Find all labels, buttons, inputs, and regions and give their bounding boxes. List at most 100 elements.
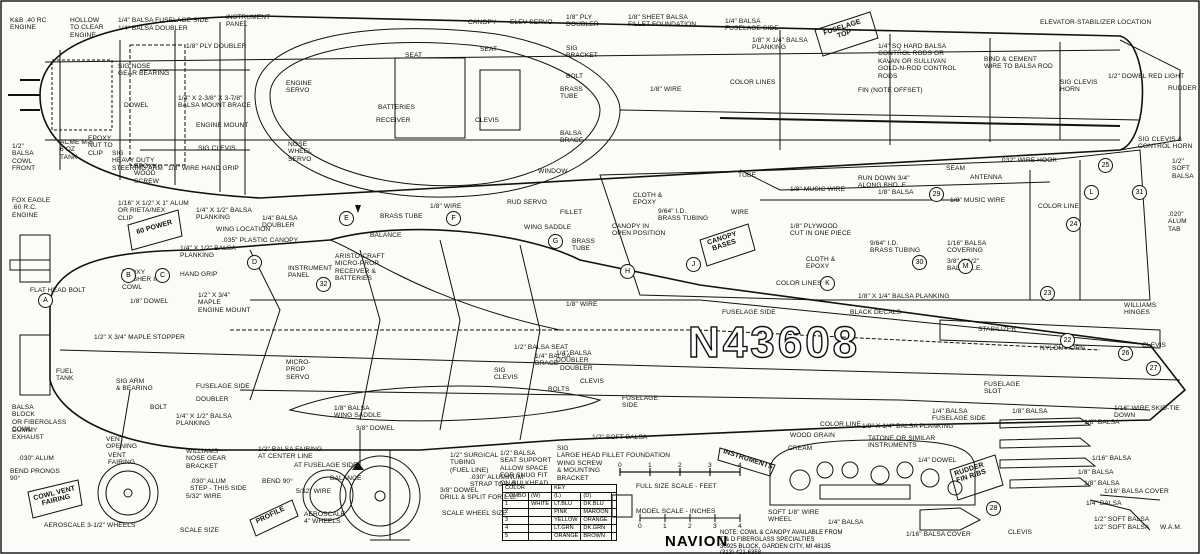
callout-label: 1/8" SHEET BALSA FILLET FOUNDATION [628, 14, 697, 29]
bulkhead-letter-m: M [958, 259, 973, 274]
callout-label: 1/2" BALSA SEAT [514, 344, 569, 351]
callout-label: 1/2" BALSA FAIRING AT CENTER LINE [258, 446, 323, 461]
callout-label: FUSELAGE SLOT [984, 381, 1020, 396]
callout-label: CLOTH & EPOXY [633, 192, 663, 207]
fuselage-top-outline [39, 15, 1144, 199]
callout-label: SIG NOSE GEAR BEARING [118, 63, 170, 78]
callout-label: CREAM [788, 445, 813, 452]
plan-title: NAVION [665, 533, 729, 550]
callout-label: 1/4" BALSA FUSELAGE SIDE [725, 18, 779, 33]
bulkhead-letter-l: L [1084, 185, 1099, 200]
callout-label: ACME M-6 6 OZ TANK [60, 139, 94, 161]
callout-label: 1/4" DOWEL [918, 457, 957, 464]
callout-label: ANTENNA [970, 174, 1003, 181]
callout-label: MICRO- PROP SERVO [286, 359, 311, 381]
color-key-cell: BROWN [580, 532, 612, 541]
callout-label: 1/8" WIRE [430, 203, 462, 210]
callout-label: .030" ALUM [18, 455, 54, 462]
color-key-cell: 3 [501, 516, 530, 525]
callout-label: 1/4" BALSA [1086, 500, 1122, 507]
callout-label: 1/4" BALSA FUSELAGE SIDE [118, 17, 209, 24]
color-key-cell: 4 [501, 524, 530, 533]
callout-label: NYLON HORN [1040, 345, 1085, 352]
callout-label: COLOR LINES [776, 280, 822, 287]
callout-label: WING LOCATION [216, 226, 271, 233]
full-size-scale-caption: FULL SIZE SCALE - FEET [636, 483, 717, 490]
callout-label: 1/4" X 1/2" BALSA PLANKING [176, 413, 232, 428]
callout-label: AEROSCALE 3-1/2" WHEELS [44, 522, 136, 529]
callout-label: 1/4" SQ HARD BALSA CONTROL RODS OR KAVAN… [878, 43, 957, 80]
color-key-header [610, 492, 617, 501]
callout-label: 1/8" BALSA [1078, 469, 1114, 476]
part-number-29: 29 [929, 187, 944, 202]
callout-label: WINDOW [538, 168, 568, 175]
full-size-scale-tick: 2 [678, 462, 682, 469]
color-key-cell [528, 524, 553, 533]
callout-label: 1/8" PLYWOOD CUT IN ONE PIECE [790, 223, 852, 238]
color-key-header: (D) [580, 492, 612, 501]
callout-label: TATONE OR SIMILAR INSTRUMENTS [868, 435, 936, 450]
color-key-key: KEY [551, 484, 617, 493]
callout-label: RUDDER [1168, 85, 1197, 92]
callout-label: BRASS TUBE [572, 238, 595, 253]
callout-label: 1/8" X 1/4" BALSA PLANKING [752, 37, 808, 52]
part-number-23: 23 [1040, 286, 1055, 301]
callout-label: ELEVATOR-STABILIZER LOCATION [1040, 19, 1152, 26]
callout-label: CANOPY [468, 19, 497, 26]
model-scale-caption: MODEL SCALE - INCHES [636, 508, 716, 515]
callout-label: FUSELAGE SIDE [622, 395, 658, 410]
instrument-panel-outline [769, 439, 976, 506]
callout-label: 1/2" SOFT BALSA [1172, 158, 1194, 180]
bulkhead-letter-h: H [620, 264, 635, 279]
callout-label: 1/8" BALSA [1012, 408, 1048, 415]
callout-label: CLEVIS [580, 378, 605, 385]
callout-label: BALSA BRACE [560, 130, 584, 145]
color-key-cell: ORANGE [551, 532, 582, 541]
callout-label: 1/16" BALSA COVER [1104, 488, 1169, 495]
callout-label: FILLET [560, 209, 583, 216]
callout-label: 5/32" WIRE [186, 493, 222, 500]
callout-label: VENT OPENING [106, 436, 138, 451]
callout-label: BRASS TUBE [560, 86, 583, 101]
nose-wheel-left [97, 462, 159, 524]
callout-label: 1/8" MUSIC WIRE [950, 197, 1006, 204]
callout-label: BATTERIES [378, 104, 416, 111]
callout-label: FILLET FOUNDATION [602, 452, 671, 459]
model-scale-tick: 2 [688, 523, 692, 530]
bulkhead-letter-e: E [339, 211, 354, 226]
full-size-scale-tick: 0 [618, 462, 622, 469]
callout-label: 1/16" BALSA [1092, 455, 1132, 462]
model-scale-tick: 0 [638, 523, 642, 530]
callout-label: 1/16" BALSA COVER [906, 531, 971, 538]
callout-label: 5/32" WIRE [296, 488, 332, 495]
callout-label: .032" WIRE HOOK [1000, 157, 1057, 164]
color-key-cell: 2 [501, 508, 530, 517]
callout-label: DOUBLER [560, 365, 593, 372]
registration-decal: N43608 [687, 317, 861, 367]
model-scale-tick: 1 [663, 523, 667, 530]
fuselage-top-banner [814, 11, 879, 57]
callout-label: 1/8" WIRE [650, 86, 682, 93]
callout-label: 3/8" DOWEL [356, 425, 395, 432]
callout-label: BOLTS [548, 386, 570, 393]
callout-label: CLEVIS [1008, 529, 1033, 536]
callout-label: CLEVIS [1142, 342, 1167, 349]
callout-label: NOSE WHEEL SERVO [288, 141, 312, 163]
bulkhead-letter-d: D [247, 255, 262, 270]
part-number-22: 22 [1060, 333, 1075, 348]
color-key-cell: MAROON [580, 508, 612, 517]
color-key-cell [528, 516, 553, 525]
callout-label: SIG ARM & BEARING [116, 378, 153, 393]
callout-label: 1/8" BALSA [1084, 480, 1120, 487]
callout-label: 1/2" X 3/4" MAPLE ENGINE MOUNT [198, 292, 251, 314]
wing-section-outline [288, 385, 602, 422]
callout-label: ENGINE MOUNT [196, 122, 249, 129]
callout-label: WIRE [731, 209, 749, 216]
callout-label: WING SADDLE [524, 224, 572, 231]
callout-label: BALSA BLOCK OR FIBERGLASS COWL [12, 404, 67, 434]
callout-label: SIG CLEVIS HORN [1060, 79, 1098, 94]
callout-label: BEND 90° [262, 478, 293, 485]
